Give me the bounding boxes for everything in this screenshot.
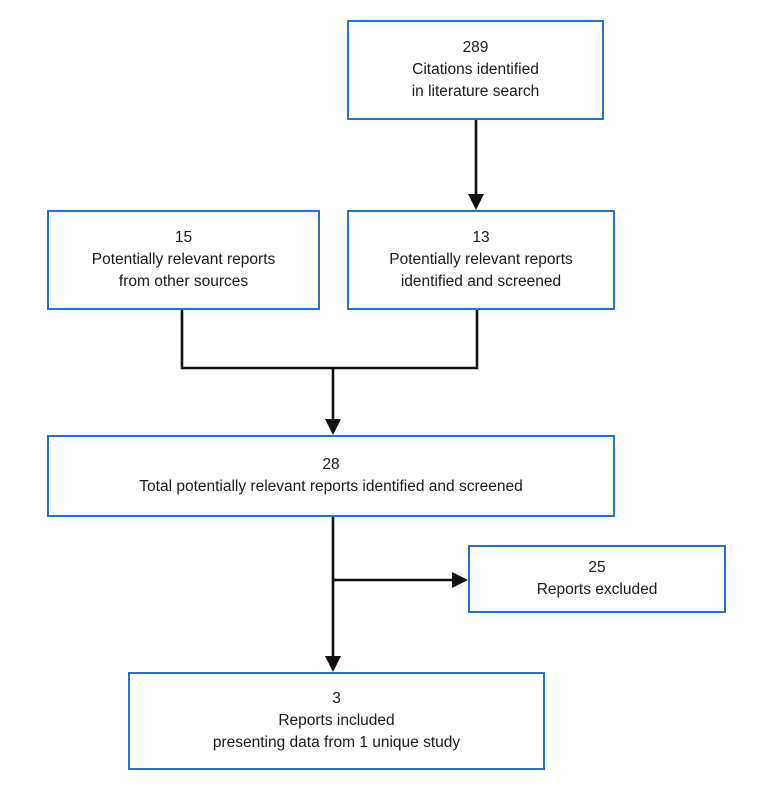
- arrowhead-merge-to-total: [325, 419, 341, 435]
- node-citations-identified-line-1: 289: [462, 39, 489, 56]
- node-reports-excluded-line-1: 25: [588, 559, 606, 576]
- arrowhead-total-to-excluded: [452, 572, 468, 588]
- node-reports-included-line-3: presenting data from 1 unique study: [212, 734, 461, 751]
- arrowhead-total-to-included: [325, 656, 341, 672]
- node-reports-other-sources: 15 Potentially relevant reports from oth…: [47, 210, 320, 310]
- node-reports-other-sources-line-2: Potentially relevant reports: [91, 251, 276, 268]
- node-reports-other-sources-line-3: from other sources: [118, 273, 249, 290]
- node-citations-identified-line-2: Citations identified: [412, 61, 539, 78]
- node-reports-identified-screened-line-1: 13: [472, 229, 490, 246]
- node-reports-identified-screened-line-2: Potentially relevant reports: [389, 251, 573, 268]
- node-total-reports-screened: 28 Total potentially relevant reports id…: [47, 435, 615, 517]
- node-citations-identified-line-3: in literature search: [411, 83, 540, 100]
- node-reports-excluded-line-2: Reports excluded: [536, 581, 658, 598]
- edge-other-sources-merge: [180, 310, 479, 370]
- node-reports-identified-screened-line-3: identified and screened: [400, 273, 562, 290]
- node-reports-identified-screened: 13 Potentially relevant reports identifi…: [347, 210, 615, 310]
- node-total-reports-screened-line-1: 28: [322, 456, 340, 473]
- node-reports-included: 3 Reports included presenting data from …: [128, 672, 545, 770]
- node-reports-included-line-1: 3: [332, 690, 341, 707]
- node-citations-identified: 289 Citations identified in literature s…: [347, 20, 604, 120]
- node-reports-excluded: 25 Reports excluded: [468, 545, 726, 613]
- node-total-reports-screened-line-2: Total potentially relevant reports ident…: [139, 478, 523, 495]
- node-reports-included-line-2: Reports included: [278, 712, 395, 729]
- arrowhead-identified-to-screened: [468, 194, 484, 210]
- node-reports-other-sources-line-1: 15: [174, 229, 193, 246]
